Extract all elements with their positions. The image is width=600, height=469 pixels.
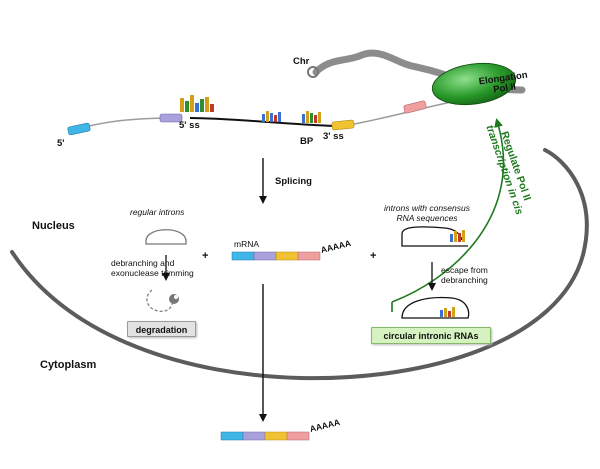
three-ss-label: 3' ss (323, 131, 344, 142)
debranching-line-2: exonuclease trimming (111, 268, 194, 278)
intron-line (189, 117, 336, 127)
consensus-logo (450, 230, 465, 242)
bp-label: BP (300, 136, 314, 147)
three-ss-logo (302, 111, 321, 123)
consensus-line-1: introns with consensus (384, 203, 470, 213)
degradation-badge: degradation (127, 321, 196, 337)
exon-blue (67, 122, 91, 136)
plus-right: + (370, 250, 377, 262)
nuclear-membrane (10, 148, 589, 381)
regular-intron-arc (145, 229, 187, 245)
escape-line-1: escape from (441, 265, 488, 275)
plus-left: + (202, 250, 209, 262)
exon-yellow (331, 119, 355, 131)
degraded-intron (146, 289, 174, 313)
circular-logo (440, 307, 455, 317)
five-ss-logo (180, 95, 214, 112)
debranching-line-1: debranching and (111, 258, 175, 268)
mrna-nucleus (231, 251, 321, 261)
exon-pink (403, 100, 427, 114)
debranching-label: debranching and exonuclease trimming (111, 258, 194, 278)
exon-purple (159, 113, 183, 123)
mrna-cytoplasm (220, 431, 310, 441)
nucleus-label: Nucleus (32, 220, 75, 232)
five-prime-label: 5' (57, 138, 65, 149)
consensus-label: introns with consensus RNA sequences (377, 203, 477, 223)
circular-intronic-badge: circular intronic RNAs (371, 327, 491, 344)
five-ss-label: 5' ss (179, 120, 200, 131)
mrna-label: mRNA (234, 239, 260, 249)
pol-ii-ellipse (431, 62, 517, 106)
escape-line-2: debranching (441, 275, 488, 285)
regulate-arrow (391, 118, 505, 303)
regular-introns-label: regular introns (130, 207, 185, 217)
exonuclease (169, 294, 179, 304)
chr-label: Chr (293, 56, 310, 67)
chromatin-end (307, 66, 319, 78)
escape-label: escape from debranching (441, 265, 488, 285)
consensus-line-2: RNA sequences (396, 213, 458, 223)
splicing-label: Splicing (275, 176, 312, 187)
circular-intronic-rna (401, 296, 470, 319)
bp-logo (262, 111, 281, 122)
exonuclease-mouth (174, 295, 178, 299)
cytoplasm-label: Cytoplasm (40, 359, 97, 371)
